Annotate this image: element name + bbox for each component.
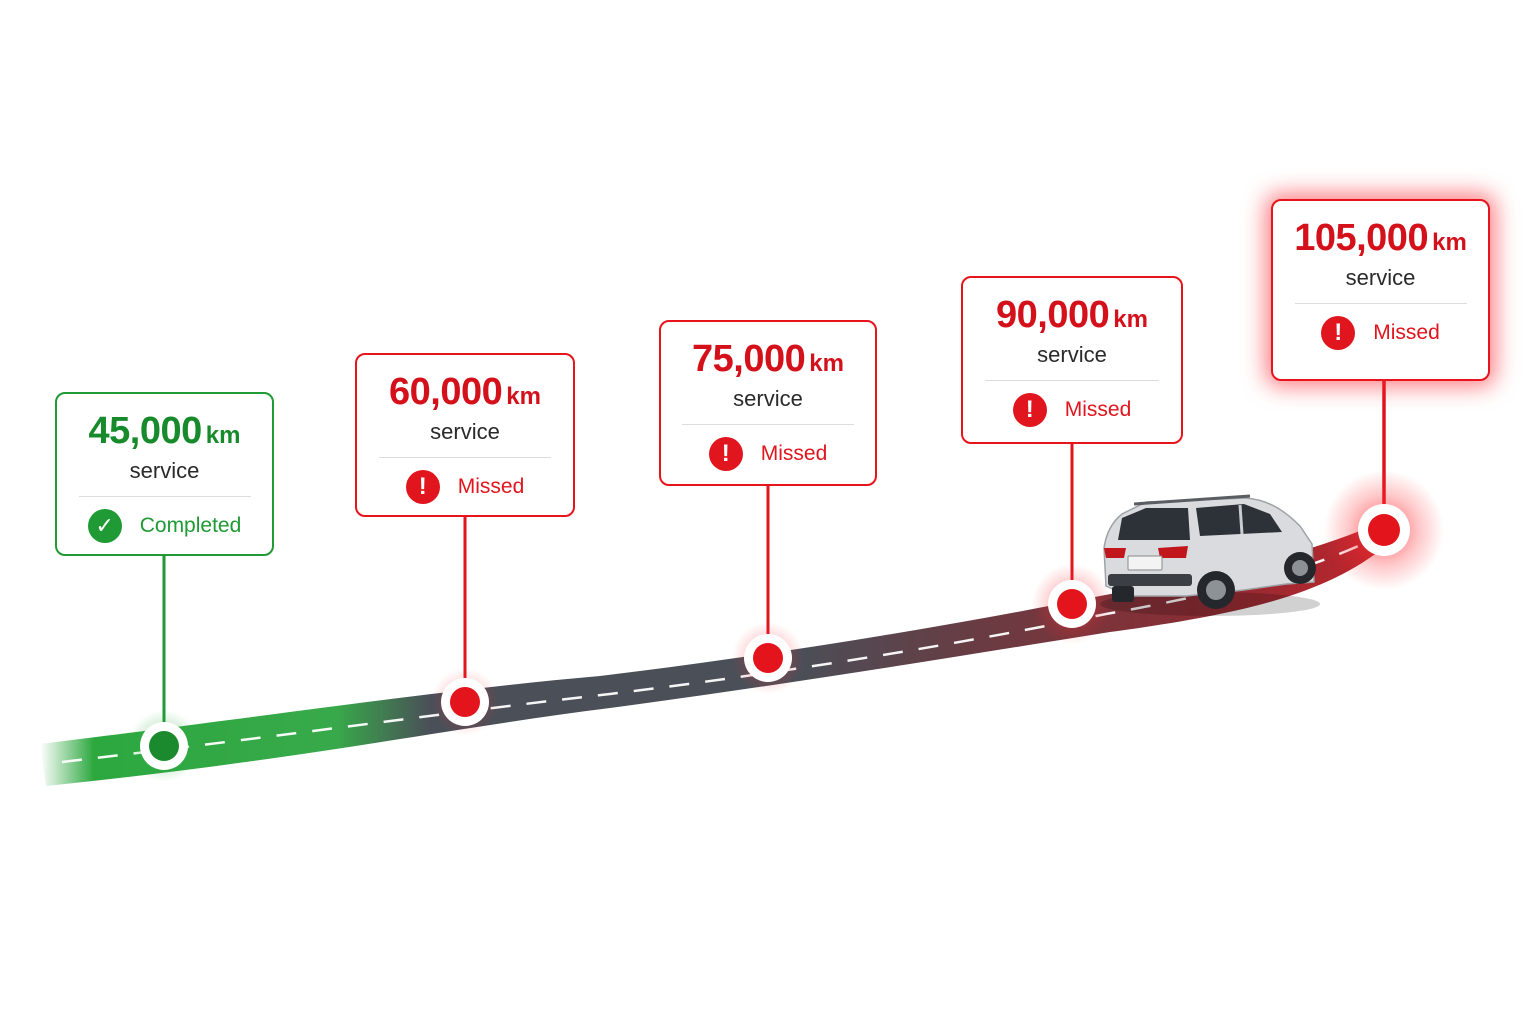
node-75000 [744,634,792,682]
status-text: Missed [1373,321,1440,344]
card-divider [78,496,251,497]
exclamation-circle-icon: ! [1321,316,1356,350]
service-label: service [430,419,500,444]
km-value: 45,000 [88,410,203,452]
card-divider [378,457,552,458]
exclamation-circle-icon: ! [1012,393,1047,427]
status-text: Missed [1064,398,1132,421]
service-label: service [733,386,803,411]
node-105000 [1358,504,1410,556]
service-label: service [1345,265,1416,290]
service-label: service [1037,342,1107,367]
road [40,526,1386,786]
status-text: Completed [139,514,242,537]
exclamation-circle-icon: ! [405,470,440,504]
km-unit: km [809,350,844,377]
km-unit: km [1432,229,1467,256]
node-90000 [1048,580,1096,628]
check-circle-icon: ✓ [87,509,122,543]
status-row: ✓ Completed [57,509,272,543]
suv-car-icon [1100,494,1320,616]
status-row: ! Missed [1273,316,1488,350]
card-divider [984,380,1160,381]
km-unit: km [506,383,541,410]
km-value: 60,000 [389,371,503,413]
status-row: ! Missed [357,470,573,504]
status-row: ! Missed [963,393,1181,427]
card-divider [682,424,854,425]
exclamation-circle-icon: ! [708,437,743,471]
node-45000 [140,722,188,770]
status-text: Missed [760,442,828,465]
km-unit: km [1113,306,1148,333]
km-value: 75,000 [692,338,806,380]
status-text: Missed [457,475,525,498]
service-label: service [129,458,200,483]
km-unit: km [205,422,241,449]
km-value: 90,000 [996,294,1110,336]
km-value: 105,000 [1294,217,1429,259]
card-divider [1294,303,1467,304]
node-60000 [441,678,489,726]
status-row: ! Missed [661,437,875,471]
